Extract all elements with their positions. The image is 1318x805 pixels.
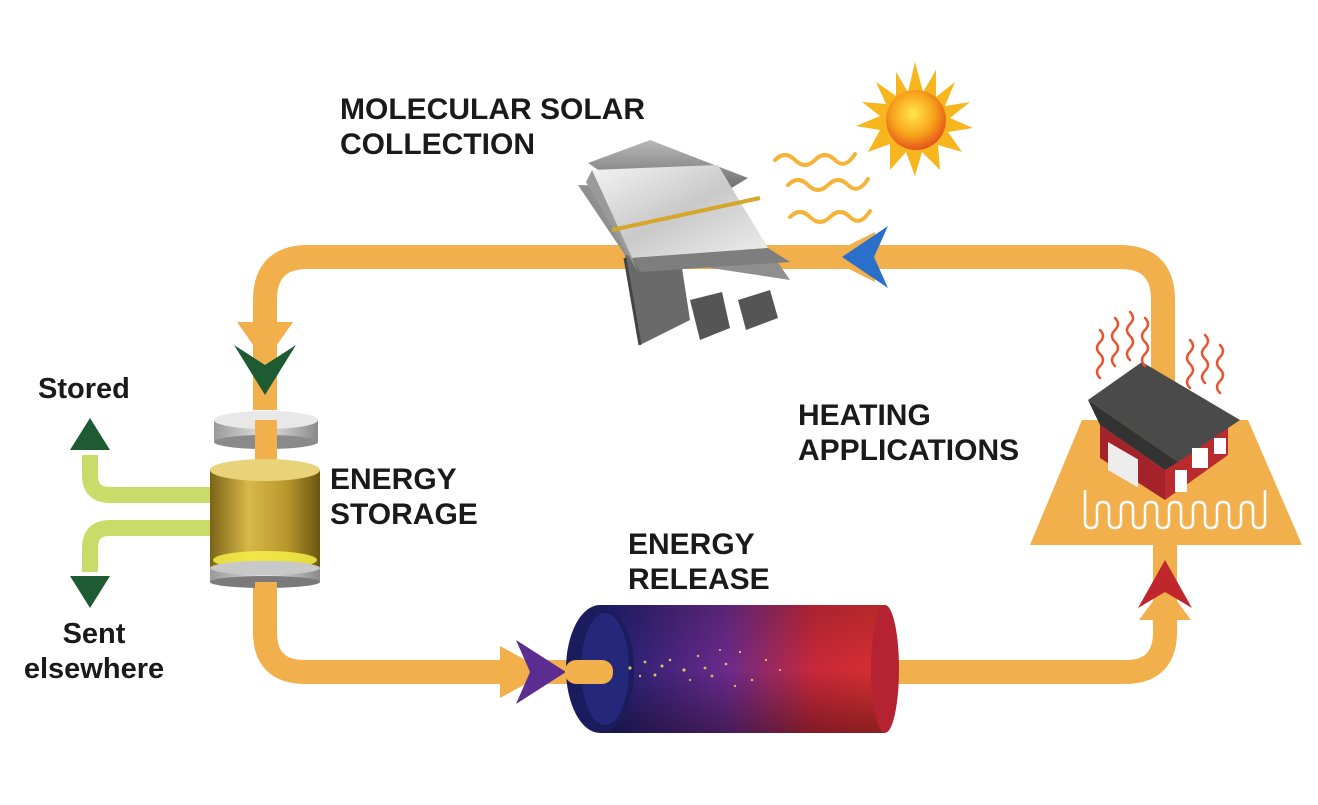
blue-chevron-icon [842,226,888,288]
label-solar-line1: MOLECULAR SOLAR [340,93,645,126]
label-storage-line1: ENERGY [330,463,457,496]
label-sent-line2: elsewhere [23,653,165,685]
label-heating-line1: HEATING [798,399,931,432]
pipe-arrowhead-right [500,646,548,698]
radiant-coil-icon [1083,490,1267,530]
pipe-arrowhead-up [1139,585,1191,620]
energy-release-tank-icon [565,605,899,733]
red-chevron-icon [1138,560,1192,608]
pipe-arrowhead-down [237,322,293,362]
label-stored: Stored [38,373,130,405]
label-energy-release: ENERGY RELEASE [628,527,770,597]
sun-icon [856,62,973,176]
label-energy-storage: ENERGY STORAGE [330,462,478,532]
label-release-line2: RELEASE [628,563,770,596]
label-storage-line2: STORAGE [330,498,478,531]
label-sent-line1: Sent [62,618,126,650]
house-heat-waves-icon [1095,310,1225,395]
sent-arrow-icon [70,576,110,608]
label-heating-applications: HEATING APPLICATIONS [798,398,1019,468]
branch-arrows [82,455,215,572]
solar-collector-icon [578,140,790,346]
house-icon [1088,362,1240,500]
stored-arrow-icon [70,418,110,450]
label-release-line1: ENERGY [628,528,755,561]
label-sent-elsewhere: Sent elsewhere [8,617,180,687]
solar-waves-icon [773,152,872,224]
energy-storage-cylinder-icon [210,411,320,592]
label-solar-line2: COLLECTION [340,128,535,161]
label-solar-collection: MOLECULAR SOLAR COLLECTION [340,92,645,162]
label-heating-line2: APPLICATIONS [798,434,1020,467]
purple-chevron-icon [516,640,566,704]
green-chevron-icon [234,345,296,395]
